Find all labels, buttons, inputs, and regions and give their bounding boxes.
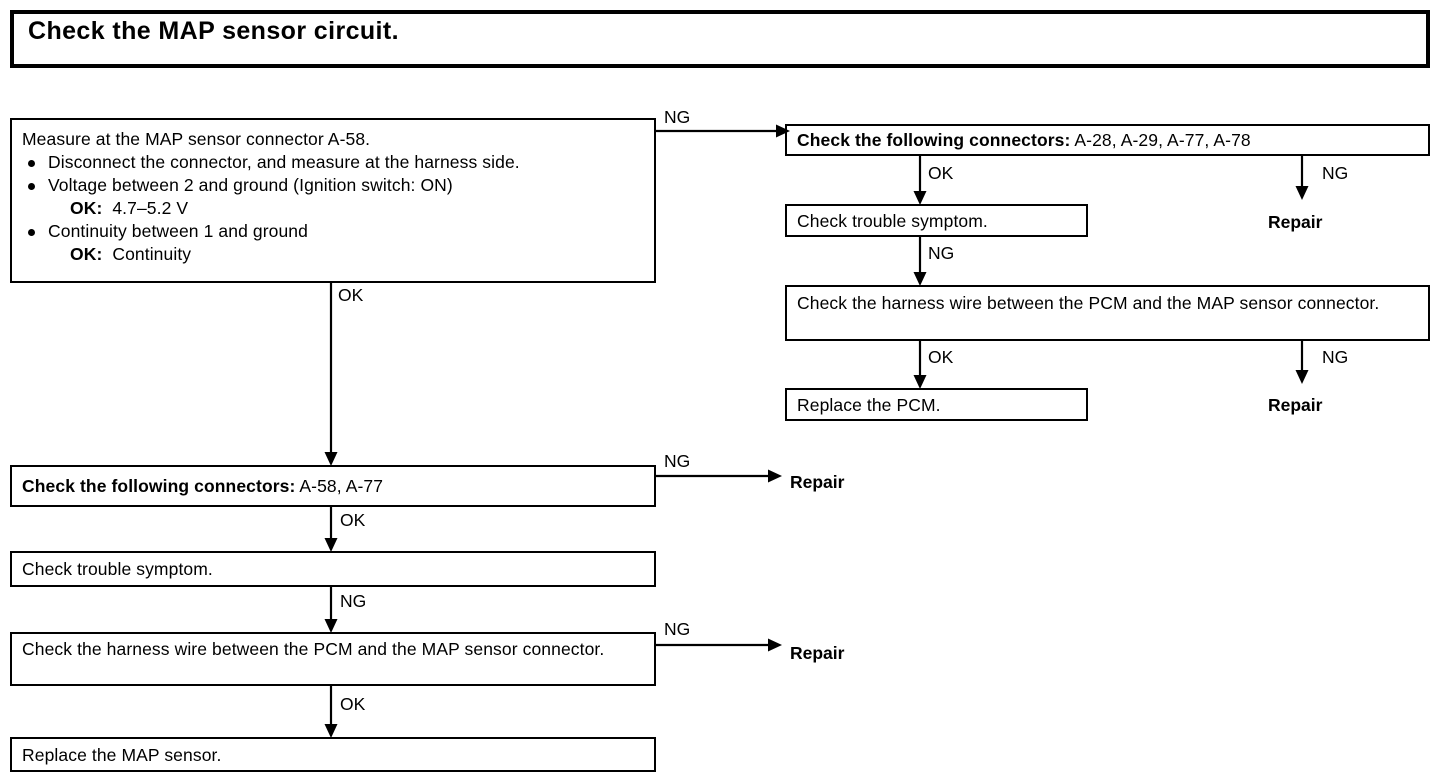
wire-trouble-left-to-harness-left: [324, 587, 338, 633]
wire-conn-left-to-repair: [656, 469, 782, 483]
terminal-repair-mid-left: Repair: [790, 472, 845, 492]
node-text: Check the harness wire between the PCM a…: [22, 639, 605, 659]
bullet-text: Continuity between 1 and ground: [48, 221, 308, 241]
terminal-repair-top-right: Repair: [1268, 212, 1323, 232]
bullet-ok-line: OK: 4.7–5.2 V: [48, 197, 646, 220]
connectors-value: A-58, A-77: [295, 476, 384, 496]
node-check-trouble-symptom-left: Check trouble symptom.: [10, 551, 656, 587]
bullet-ok-line: OK: Continuity: [48, 243, 646, 266]
edge-label-trouble-right-ng: NG: [928, 243, 955, 263]
wire-conn-right-to-trouble-right: [913, 156, 927, 205]
node-check-connectors-right: Check the following connectors: A-28, A-…: [785, 124, 1430, 156]
wire-harness-right-to-repair: [1295, 341, 1309, 384]
edge-label-conn-right-ok: OK: [928, 163, 954, 183]
node-check-connectors-left: Check the following connectors: A-58, A-…: [10, 465, 656, 507]
ok-label: OK:: [70, 244, 103, 264]
edge-label-conn-right-ng: NG: [1322, 163, 1349, 183]
node-check-harness-wire-right: Check the harness wire between the PCM a…: [785, 285, 1430, 341]
terminal-repair-bottom-left: Repair: [790, 643, 845, 663]
node-measure-map-sensor: Measure at the MAP sensor connector A-58…: [10, 118, 656, 283]
node-replace-map-sensor: Replace the MAP sensor.: [10, 737, 656, 772]
node-check-trouble-symptom-right: Check trouble symptom.: [785, 204, 1088, 237]
ok-value: 4.7–5.2 V: [112, 198, 189, 218]
edge-label-harness-left-ng: NG: [664, 619, 691, 639]
node-replace-pcm: Replace the PCM.: [785, 388, 1088, 421]
node-text: Replace the MAP sensor.: [22, 745, 222, 765]
wire-measure-to-connectors-left: [324, 283, 338, 466]
wire-conn-right-to-repair: [1295, 156, 1309, 200]
wire-harness-left-to-repair: [656, 638, 782, 652]
wire-harness-left-to-replace-map: [324, 686, 338, 738]
list-item: Voltage between 2 and ground (Ignition s…: [22, 174, 646, 220]
terminal-repair-bottom-right: Repair: [1268, 395, 1323, 415]
wire-conn-left-to-trouble-left: [324, 507, 338, 552]
edge-label-conn-left-ok: OK: [340, 510, 366, 530]
edge-label-harness-left-ok: OK: [340, 694, 366, 714]
node-text: Check the harness wire between the PCM a…: [797, 293, 1380, 313]
node-text: Replace the PCM.: [797, 395, 941, 415]
edge-label-trouble-left-ng: NG: [340, 591, 367, 611]
ok-label: OK:: [70, 198, 103, 218]
list-item: Continuity between 1 and ground OK: Cont…: [22, 220, 646, 266]
edge-label-measure-ok: OK: [338, 285, 364, 305]
node-text: Check trouble symptom.: [22, 559, 213, 579]
ok-value: Continuity: [112, 244, 192, 264]
diagnostic-title-box: Check the MAP sensor circuit.: [10, 10, 1430, 68]
list-item: Disconnect the connector, and measure at…: [22, 151, 646, 174]
page-title: Check the MAP sensor circuit.: [28, 17, 399, 45]
bullet-text: Voltage between 2 and ground (Ignition s…: [48, 175, 453, 195]
wire-measure-to-connectors-right: [656, 124, 790, 138]
wire-harness-right-to-replace-pcm: [913, 341, 927, 389]
connectors-lead-label: Check the following connectors:: [22, 476, 296, 496]
measure-bullet-list: Disconnect the connector, and measure at…: [22, 151, 646, 266]
edge-label-measure-ng: NG: [664, 107, 691, 127]
measure-lead-text: Measure at the MAP sensor connector A-58…: [22, 129, 371, 149]
connectors-lead-label: Check the following connectors:: [797, 130, 1071, 150]
node-text: Check trouble symptom.: [797, 211, 988, 231]
edge-label-conn-left-ng: NG: [664, 451, 691, 471]
edge-label-harness-right-ok: OK: [928, 347, 954, 367]
connectors-value: A-28, A-29, A-77, A-78: [1070, 130, 1251, 150]
edge-label-harness-right-ng: NG: [1322, 347, 1349, 367]
bullet-dot-icon: [28, 160, 35, 167]
wire-trouble-right-to-harness-right: [913, 237, 927, 286]
bullet-dot-icon: [28, 183, 35, 190]
bullet-text: Disconnect the connector, and measure at…: [48, 152, 520, 172]
bullet-dot-icon: [28, 229, 35, 236]
node-check-harness-wire-left: Check the harness wire between the PCM a…: [10, 632, 656, 686]
